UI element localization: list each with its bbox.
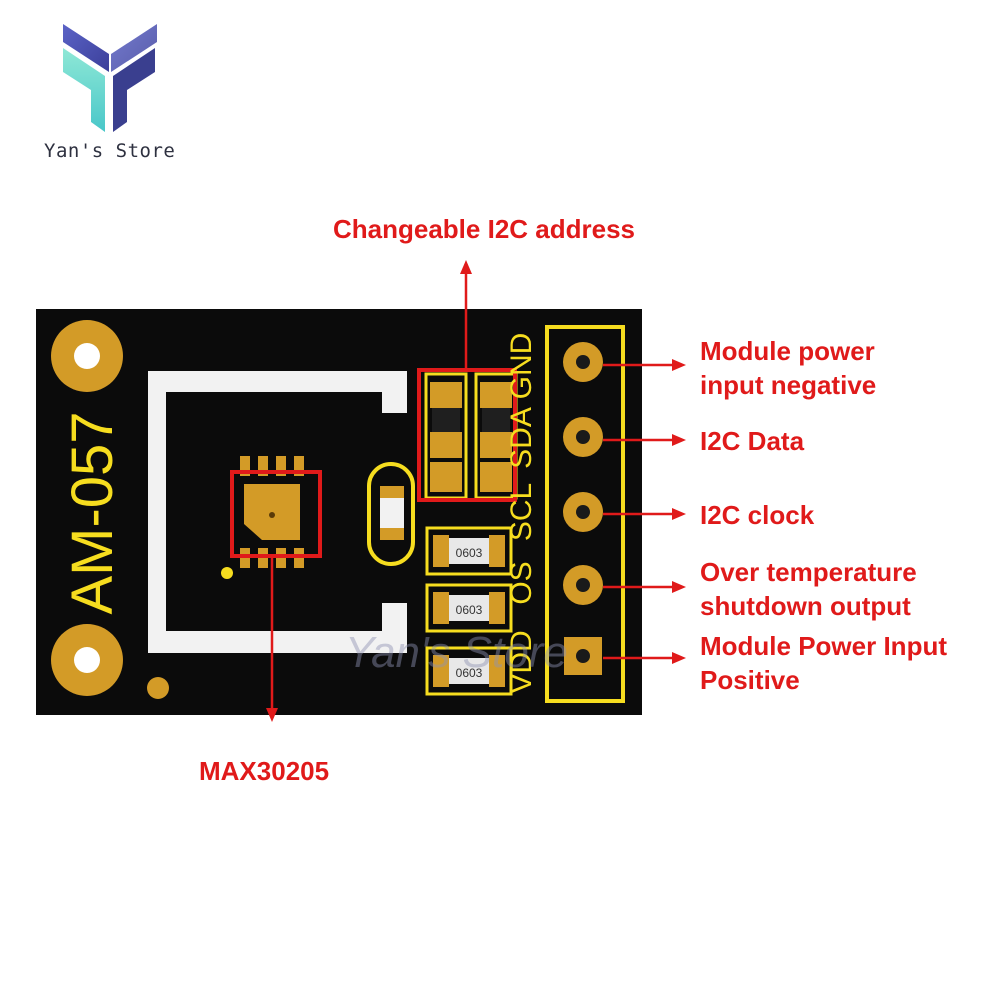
- resistor-0603: 0603: [425, 526, 513, 576]
- arrow-scl: [603, 508, 686, 520]
- mounting-hole: [51, 320, 123, 392]
- small-pad: [147, 677, 169, 699]
- chip-highlight-box: [230, 470, 322, 558]
- watermark: Yan's Store: [345, 628, 568, 677]
- store-name: Yan's Store: [44, 140, 176, 162]
- store-logo: [63, 24, 157, 132]
- arrow-sda: [603, 434, 686, 446]
- label-vdd-line2: Positive: [700, 665, 800, 695]
- pin-scl: [563, 492, 603, 532]
- label-gnd-line1: Module power: [700, 336, 875, 366]
- pin-label-sda: SDA: [505, 407, 538, 469]
- label-vdd-line1: Module Power Input: [700, 631, 947, 661]
- package-label: 0603: [456, 603, 483, 617]
- pin-sda: [563, 417, 603, 457]
- pin-label-os: OS: [505, 561, 538, 604]
- mounting-hole: [51, 624, 123, 696]
- label-os-line2: shutdown output: [700, 591, 911, 621]
- resistor-0603: 0603: [425, 583, 513, 633]
- address-resistor: [424, 372, 468, 500]
- pin-gnd: [563, 342, 603, 382]
- label-scl: I2C clock: [700, 500, 815, 530]
- label-sda: I2C Data: [700, 426, 805, 456]
- model-text: AM-057: [60, 411, 125, 614]
- label-address: Changeable I2C address: [333, 214, 635, 244]
- arrow-address: [460, 260, 472, 370]
- max30205-chip: [221, 456, 322, 579]
- label-chip: MAX30205: [199, 756, 330, 786]
- pin-vdd: [564, 637, 602, 675]
- arrow-chip: [266, 556, 278, 722]
- package-label: 0603: [456, 546, 483, 560]
- pin-label-gnd: GND: [505, 333, 538, 400]
- capacitor: [367, 462, 415, 566]
- pin-os: [563, 565, 603, 605]
- arrow-vdd: [603, 652, 686, 664]
- arrow-os: [603, 581, 686, 593]
- arrow-gnd: [603, 359, 686, 371]
- label-gnd-line2: input negative: [700, 370, 877, 400]
- pin-label-scl: SCL: [505, 483, 538, 541]
- label-os-line1: Over temperature: [700, 557, 917, 587]
- pin-label-vdd: VDD: [505, 630, 538, 693]
- resistor-0603: 0603: [425, 646, 513, 696]
- package-label: 0603: [456, 666, 483, 680]
